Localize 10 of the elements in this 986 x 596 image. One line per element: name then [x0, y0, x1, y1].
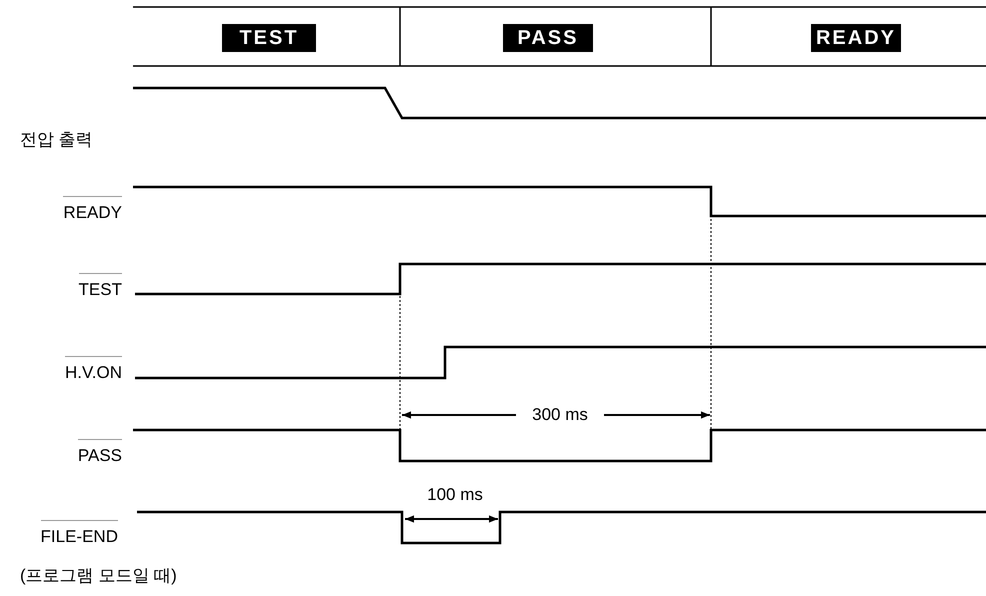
- state-badge: TEST: [222, 24, 316, 52]
- signal-name: 전압 출력: [20, 130, 93, 150]
- signal-name: READY: [63, 196, 122, 223]
- signal-name: H.V.ON: [64, 356, 122, 383]
- signal-name: PASS: [78, 439, 122, 466]
- signal-name: FILE-END: [40, 520, 118, 547]
- signal-name: TEST: [78, 273, 122, 300]
- state-badge: READY: [811, 24, 901, 52]
- note-text: (프로그램 모드일 때): [20, 566, 177, 586]
- state-badge: PASS: [503, 24, 593, 52]
